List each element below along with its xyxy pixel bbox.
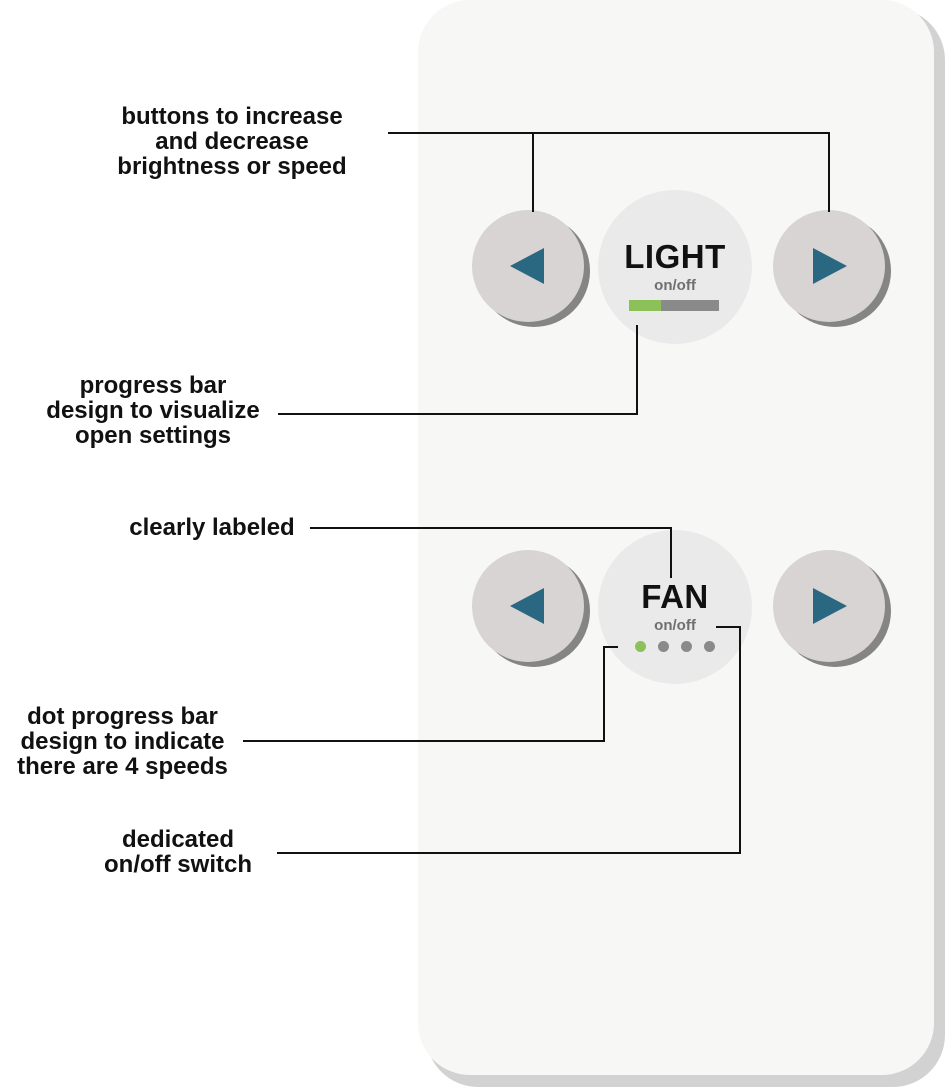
light-progress-bar — [629, 300, 719, 311]
fan-switch-label: on/off — [654, 617, 696, 634]
fan-increase-button[interactable] — [773, 550, 885, 662]
annotation-switch: dedicated on/off switch — [104, 826, 252, 878]
annotation-progress-bar: progress bar design to visualize open se… — [46, 372, 260, 449]
fan-speed-dot — [704, 641, 715, 652]
fan-speed-dot — [658, 641, 669, 652]
annotation-dot-bar: dot progress bar design to indicate ther… — [17, 703, 228, 780]
light-progress-fill — [629, 300, 662, 311]
leader-line-buttons — [388, 132, 830, 212]
fan-speed-dot — [681, 641, 692, 652]
fan-power-button[interactable]: FAN on/off — [598, 530, 752, 684]
light-title: LIGHT — [624, 238, 726, 275]
triangle-right-icon — [813, 248, 847, 284]
fan-decrease-button[interactable] — [472, 550, 584, 662]
fan-title: FAN — [641, 578, 709, 615]
triangle-left-icon — [510, 588, 544, 624]
annotation-labeled: clearly labeled — [129, 514, 295, 541]
leader-line-progress-bar — [278, 325, 638, 415]
leader-line-switch — [277, 626, 741, 854]
fan-speed-dot — [635, 641, 646, 652]
leader-line-labeled — [310, 527, 672, 578]
triangle-right-icon — [813, 588, 847, 624]
light-decrease-button[interactable] — [472, 210, 584, 322]
triangle-left-icon — [510, 248, 544, 284]
light-power-button[interactable]: LIGHT on/off — [598, 190, 752, 344]
annotation-buttons: buttons to increase and decrease brightn… — [117, 103, 347, 180]
fan-speed-dots — [598, 640, 752, 652]
light-switch-label: on/off — [654, 277, 696, 294]
light-increase-button[interactable] — [773, 210, 885, 322]
leader-line-dot-bar — [243, 646, 618, 742]
